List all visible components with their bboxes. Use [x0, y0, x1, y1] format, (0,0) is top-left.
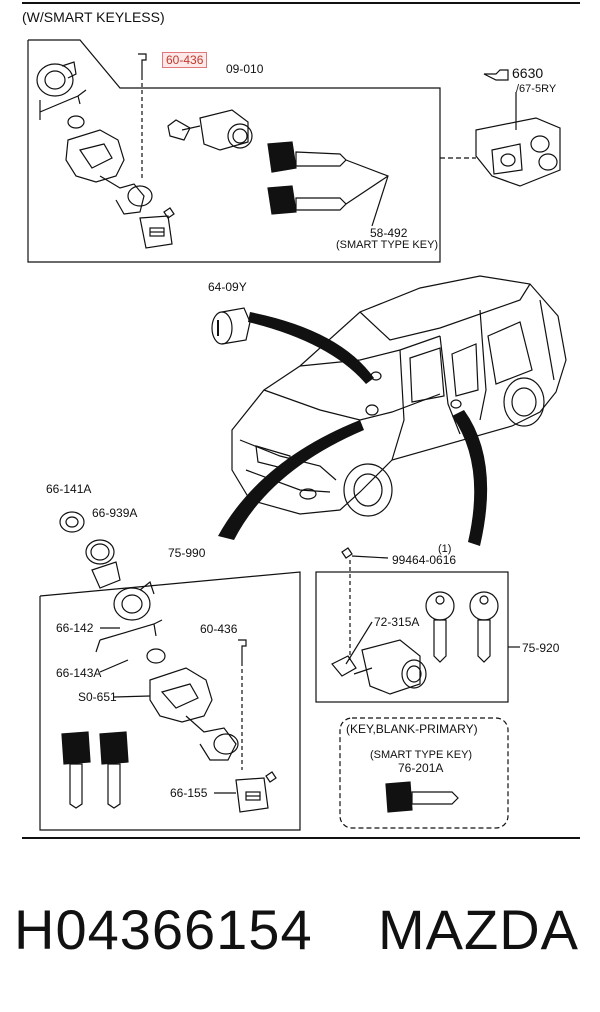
callout-64-09y[interactable]: 64-09Y — [208, 280, 247, 294]
callout-66-939a[interactable]: 66-939A — [92, 506, 138, 520]
callout-72-315a[interactable]: 72-315A — [374, 615, 420, 629]
box-key-blank — [339, 717, 509, 829]
callout-75-920[interactable]: 75-920 — [522, 641, 560, 655]
callout-66-141a[interactable]: 66-141A — [46, 482, 92, 496]
footer-part-number: H04366154 — [14, 898, 313, 961]
box-75-920 — [315, 571, 509, 703]
callout-75-990[interactable]: 75-990 — [168, 546, 206, 560]
callout-67-5ry[interactable]: /67-5RY — [516, 83, 557, 95]
callout-99464-qty: (1) — [438, 543, 452, 555]
callout-60-436-lower[interactable]: 60-436 — [200, 622, 238, 636]
callout-smart-type-key: (SMART TYPE KEY) — [370, 749, 473, 761]
box-75-990 — [39, 571, 301, 831]
callout-58-492[interactable]: 58-492 — [370, 226, 408, 240]
callout-66-143a[interactable]: 66-143A — [56, 666, 102, 680]
finger-pointer-icon — [483, 69, 509, 81]
callout-6630[interactable]: 6630 — [512, 65, 544, 81]
top-frame — [27, 39, 441, 263]
variant-header: (W/SMART KEYLESS) — [22, 9, 165, 25]
callout-99464-0616[interactable]: 99464-0616 — [392, 553, 457, 567]
callout-09-010[interactable]: 09-010 — [226, 62, 264, 76]
callout-60-436-top[interactable]: 60-436 — [162, 52, 208, 68]
callout-key-blank-primary: (KEY,BLANK-PRIMARY) — [346, 722, 478, 736]
callout-66-155[interactable]: 66-155 — [170, 786, 208, 800]
callout-76-201a[interactable]: 76-201A — [398, 761, 444, 775]
footer-brand: MAZDA — [378, 898, 579, 961]
callout-66-142[interactable]: 66-142 — [56, 621, 94, 635]
bolt-top — [138, 53, 147, 76]
callout-58-492-sub: (SMART TYPE KEY) — [336, 239, 439, 251]
callout-s0-651[interactable]: S0-651 — [78, 690, 117, 704]
